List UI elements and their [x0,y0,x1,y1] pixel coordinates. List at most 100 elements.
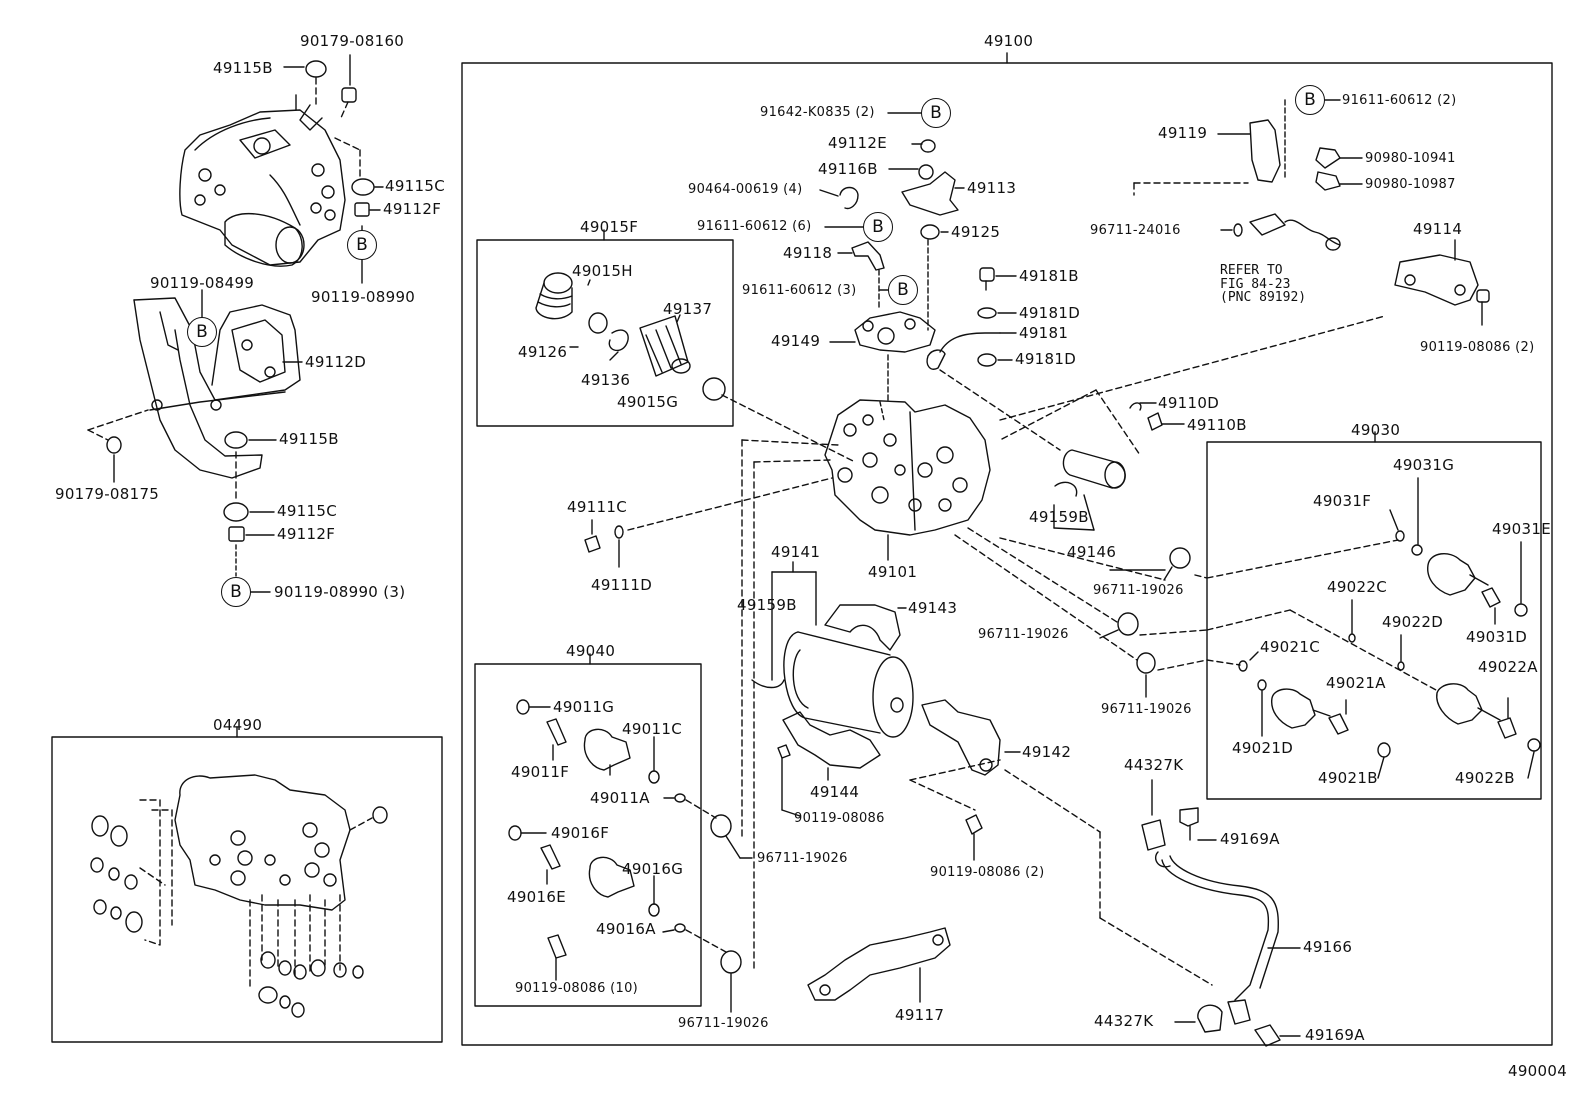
label-96711-19026-d: 96711-19026 [757,851,848,866]
label-90119-08086-2a: 90119-08086 (2) [1420,340,1535,355]
label-90119-08086-2b: 90119-08086 (2) [930,865,1045,880]
label-49116B: 49116B [818,160,878,178]
label-49011G: 49011G [553,698,615,716]
part-49116B [918,164,934,180]
label-49111C: 49111C [567,498,627,516]
label-49022D: 49022D [1382,613,1444,631]
part-49111C [584,535,601,553]
label-49115C-mid: 49115C [277,502,337,520]
b-mark-91611-2: B [1295,85,1325,115]
label-group-04490: 04490 [213,716,263,734]
label-49159B-a: 49159B [1029,508,1089,526]
group-04490-parts [90,774,388,1018]
b-mark-top: B [347,230,377,260]
part-49181-pipe [939,332,1001,353]
label-49181D-b: 49181D [1015,350,1077,368]
label-49115B-mid: 49115B [279,430,339,448]
label-group-49040: 49040 [566,642,616,660]
label-49142: 49142 [1022,743,1072,761]
label-49111D: 49111D [591,576,653,594]
ring-96711-19026-e [720,950,742,974]
pump-motor-assembly-drawing [179,94,346,267]
label-49021B: 49021B [1318,769,1378,787]
label-49011C: 49011C [622,720,682,738]
part-49115B-top [305,60,327,78]
label-49021C: 49021C [1260,638,1320,656]
label-91642-K0835: 91642-K0835 (2) [760,105,875,120]
ring-96711-19026-d [710,814,732,838]
part-49181D-b [977,353,997,367]
part-49110D [1129,402,1142,411]
label-90119-08086-10: 90119-08086 (10) [515,981,639,996]
label-90119-08499: 90119-08499 [150,274,255,292]
label-96711-19026-e: 96711-19026 [678,1016,769,1031]
label-90119-08990-top: 90119-08990 [311,288,416,306]
part-49112F-top [354,202,370,217]
part-49114 [1394,254,1479,306]
label-49181D-a: 49181D [1019,304,1081,322]
label-90119-08086: 90119-08086 [794,811,885,826]
part-49159B-b [751,679,785,689]
label-49022A: 49022A [1478,658,1538,676]
label-49118: 49118 [783,244,833,262]
label-49115C-top: 49115C [385,177,445,195]
label-49137: 49137 [663,300,713,318]
label-49031F: 49031F [1313,492,1372,510]
part-49143 [824,604,901,651]
part-49110B [1147,412,1163,431]
part-44327K-a [1141,819,1166,851]
label-49112F-mid: 49112F [277,525,336,543]
part-49125 [920,224,940,240]
pipe-end-fitting [1227,999,1251,1025]
part-49112F-mid [228,526,245,542]
label-96711-19026-a: 96711-19026 [1093,583,1184,598]
group-49030-frame [1206,441,1542,800]
label-49015G: 49015G [617,393,679,411]
group-49015F-parts [535,272,726,401]
label-group-49015F: 49015F [580,218,639,236]
part-49166-pipe [1161,859,1270,1001]
part-49149 [854,311,936,353]
assembly-49100-frame [461,62,1553,1046]
part-49112E [920,139,936,153]
label-49031G: 49031G [1393,456,1455,474]
part-44327K-b [1197,1004,1223,1033]
part-49119 [1249,119,1281,183]
label-90980-10987: 90980-10987 [1365,177,1456,192]
label-49101: 49101 [868,563,918,581]
part-90119-08086-2b [965,814,983,835]
bracket-49112D-drawing [133,297,301,479]
part-49144 [782,711,881,769]
part-49115C-top [351,178,375,196]
group-49040-parts [508,699,727,981]
part-90980-10987 [1315,171,1341,191]
label-49021D: 49021D [1232,739,1294,757]
b-mark-bracket: B [187,317,217,347]
label-49016E: 49016E [507,888,566,906]
label-49114: 49114 [1413,220,1463,238]
label-assembly-49100: 49100 [984,32,1034,50]
refer-note-line-3: (PNC 89192) [1220,290,1307,306]
label-49016F: 49016F [551,824,610,842]
ring-96711-19026-a [1169,547,1191,569]
accumulator-49141-drawing [783,631,914,738]
label-91611-60612-6: 91611-60612 (6) [697,219,812,234]
part-90980-10941 [1315,147,1341,169]
label-49136: 49136 [581,371,631,389]
group-49040-frame [474,663,702,1007]
label-91611-60612-3: 91611-60612 (3) [742,283,857,298]
part-90179-08175 [106,436,122,454]
part-49181D-a [977,307,997,319]
label-96711-19026-c: 96711-19026 [1101,702,1192,717]
solenoid-connector [1249,213,1286,236]
label-49011F: 49011F [511,763,570,781]
label-49126: 49126 [518,343,568,361]
label-49015H: 49015H [572,262,633,280]
label-90119-08990-3: 90119-08990 (3) [274,583,406,601]
part-90119-08086 [777,744,791,759]
part-49117 [807,927,951,1001]
label-90980-10941: 90980-10941 [1365,151,1456,166]
label-49112E: 49112E [828,134,887,152]
